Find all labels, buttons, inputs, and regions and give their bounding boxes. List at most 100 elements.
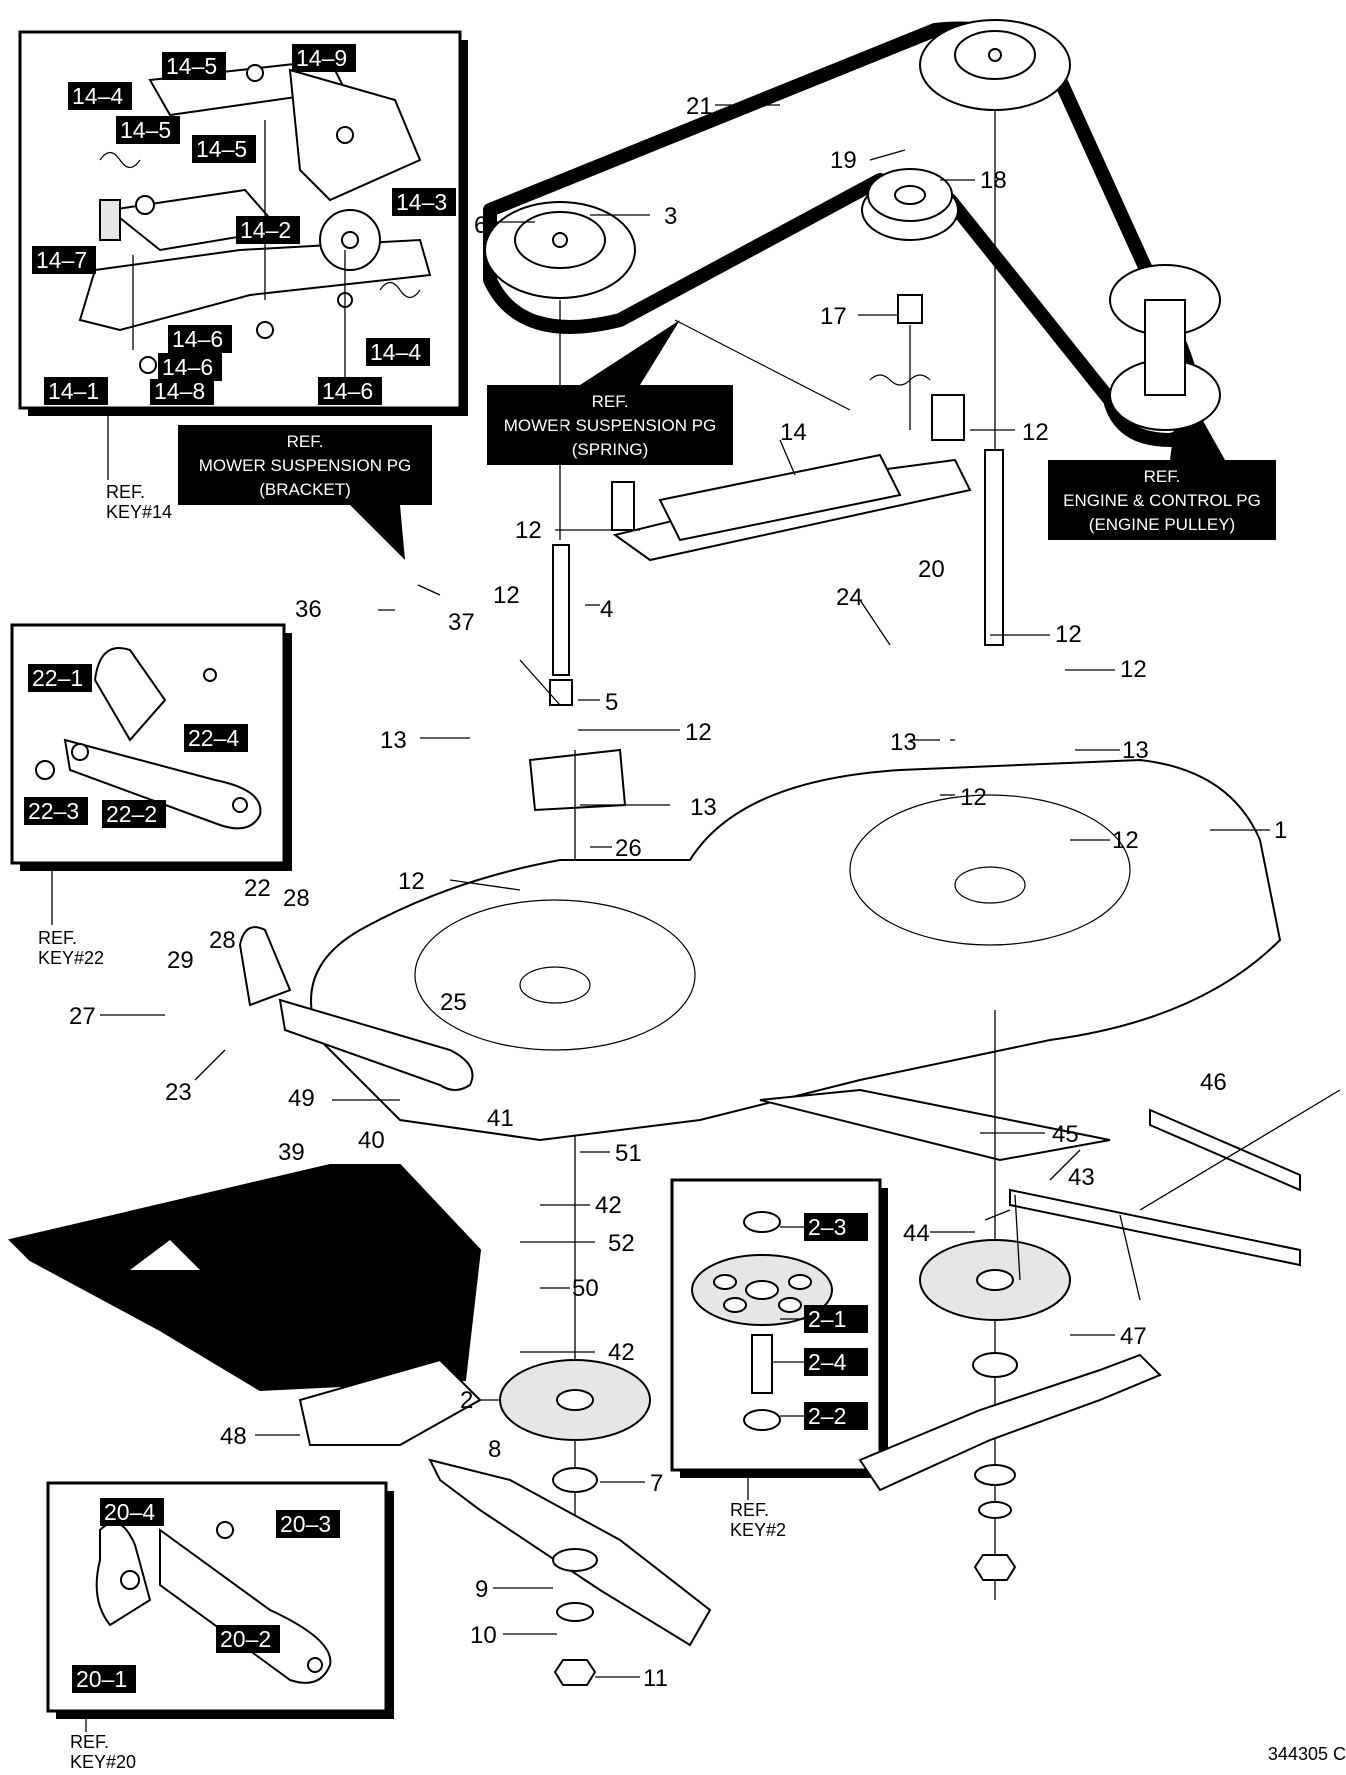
tag-2-3: 2–3 [804,1213,868,1241]
belt-and-pulleys [483,19,1221,540]
label-27: 27 [69,1003,96,1030]
label-5: 5 [605,689,618,716]
svg-text:14–7: 14–7 [36,247,87,273]
svg-text:20–1: 20–1 [76,1666,127,1692]
label-29: 29 [167,947,194,974]
tag-14-3: 14–3 [392,188,456,216]
label-44: 44 [903,1220,930,1247]
label-8: 8 [488,1436,501,1463]
tag-22-1: 22–1 [28,664,92,692]
tag-22-2: 22–2 [102,800,166,828]
ref-key22-line1: REF. [38,928,77,948]
tag-14-6-b: 14–6 [158,353,222,381]
label-52: 52 [608,1230,635,1257]
label-11: 11 [643,1665,668,1692]
label-47: 47 [1120,1323,1147,1350]
inset-key22: 22–1 22–4 22–3 22–2 [10,623,292,871]
tag-14-5-b: 14–5 [116,116,180,144]
ref-key20-line2: KEY#20 [70,1752,136,1772]
svg-text:22–4: 22–4 [188,725,239,751]
label-28-b: 28 [209,927,236,954]
label-24: 24 [836,584,863,611]
svg-text:14–6: 14–6 [322,378,373,404]
tag-14-7: 14–7 [32,246,96,274]
front-arm-22 [238,926,474,1091]
label-12-a: 12 [1022,419,1049,446]
label-14: 14 [780,419,807,446]
label-49: 49 [288,1085,315,1112]
svg-text:MOWER SUSPENSION PG: MOWER SUSPENSION PG [504,416,717,435]
tag-20-4: 20–4 [100,1498,164,1526]
label-4: 4 [600,596,613,623]
tag-22-3: 22–3 [24,797,88,825]
svg-text:22–1: 22–1 [32,665,83,691]
svg-text:REF.: REF. [1144,467,1181,486]
svg-text:14–5: 14–5 [166,53,217,79]
inset-key20: 20–4 20–3 20–1 20–2 [46,1481,394,1719]
svg-text:20–2: 20–2 [220,1626,271,1652]
svg-text:2–3: 2–3 [808,1214,846,1240]
label-12-i: 12 [398,868,425,895]
callout-engine-pulley: REF. ENGINE & CONTROL PG (ENGINE PULLEY) [1048,380,1276,540]
svg-text:(ENGINE PULLEY): (ENGINE PULLEY) [1089,515,1235,534]
ref-key14-line2: KEY#14 [106,502,172,522]
label-2: 2 [460,1387,473,1414]
part-labels: 21 19 18 6 3 17 14 12 12 4 36 37 12 5 12… [69,93,1287,1692]
label-39: 39 [278,1139,305,1166]
drawing-number: 344305 C [1268,1744,1346,1764]
label-41: 41 [487,1105,514,1132]
svg-text:MOWER SUSPENSION PG: MOWER SUSPENSION PG [199,456,412,475]
ref-key14-line1: REF. [106,482,145,502]
discharge-chute [8,1164,482,1446]
inset-key14: 14–4 14–5 14–9 14–5 14–5 14–3 14–2 14–7 … [18,30,468,416]
svg-text:(BRACKET): (BRACKET) [259,480,351,499]
leader-lines [100,104,1270,1678]
tag-2-2: 2–2 [804,1402,868,1430]
tag-20-2: 20–2 [216,1625,280,1653]
label-22: 22 [244,875,271,902]
tag-20-1: 20–1 [72,1665,136,1693]
label-12-c: 12 [493,582,520,609]
label-3: 3 [664,203,677,230]
rear-rod-assembly [1009,1089,1341,1301]
label-1: 1 [1274,817,1287,844]
bracket-assembly [611,319,1004,646]
tag-14-8: 14–8 [150,378,214,405]
svg-text:ENGINE & CONTROL PG: ENGINE & CONTROL PG [1063,491,1261,510]
label-18: 18 [980,167,1007,194]
callout-mower-suspension-bracket: REF. MOWER SUSPENSION PG (BRACKET) [178,425,432,560]
svg-text:14–3: 14–3 [396,189,447,215]
label-13-b: 13 [690,794,717,821]
ref-key22-line2: KEY#22 [38,948,104,968]
label-46: 46 [1200,1069,1227,1096]
tag-14-2: 14–2 [236,216,300,244]
svg-text:REF.: REF. [287,432,324,451]
label-23: 23 [165,1079,192,1106]
tag-14-5-c: 14–5 [192,135,256,163]
label-17: 17 [820,303,847,330]
svg-text:2–4: 2–4 [808,1349,847,1375]
svg-text:(SPRING): (SPRING) [572,440,649,459]
svg-text:20–4: 20–4 [104,1499,155,1525]
label-42-a: 42 [595,1192,622,1219]
svg-text:2–2: 2–2 [808,1403,846,1429]
mower-deck [310,758,1282,1162]
label-36: 36 [295,596,322,623]
ref-key20-line1: REF. [70,1732,109,1752]
label-9: 9 [475,1576,488,1603]
label-12-b: 12 [515,517,542,544]
svg-text:14–4: 14–4 [72,83,123,109]
tag-2-4: 2–4 [804,1348,868,1376]
label-28-a: 28 [283,885,310,912]
svg-text:REF.: REF. [592,392,629,411]
label-37: 37 [448,609,475,636]
label-50: 50 [572,1275,599,1302]
label-12-e: 12 [1055,621,1082,648]
label-26: 26 [615,835,642,862]
tag-14-5-a: 14–5 [162,52,226,80]
ref-key2-line2: KEY#2 [730,1520,786,1540]
svg-text:22–2: 22–2 [106,801,157,827]
svg-text:14–9: 14–9 [296,45,347,71]
label-7: 7 [650,1470,663,1497]
label-42-b: 42 [608,1339,635,1366]
